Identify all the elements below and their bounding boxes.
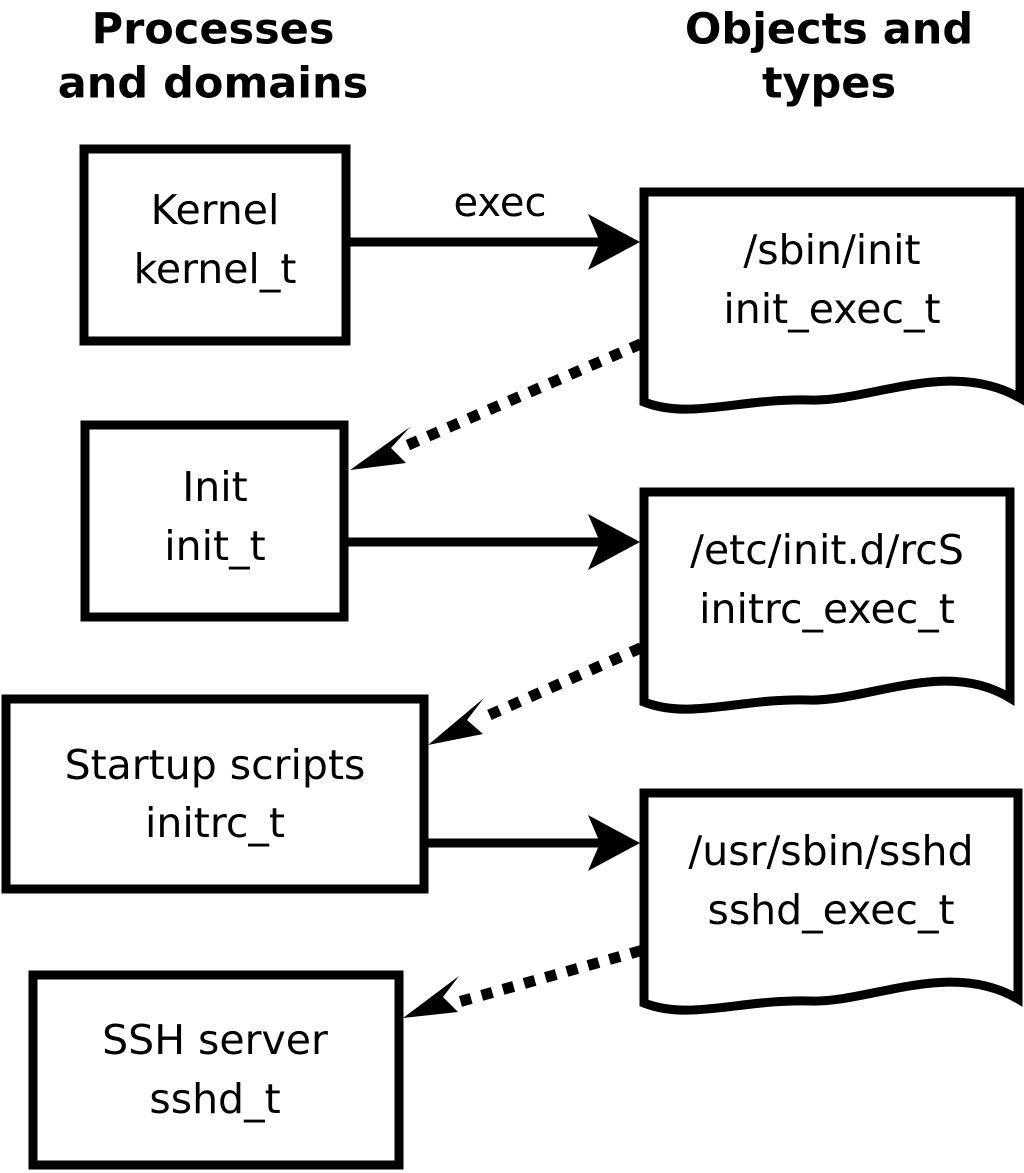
node-ssh-server-line2: sshd_t: [149, 1075, 280, 1123]
node-etc-initd-rcs-doc-shape[interactable]: [639, 487, 1015, 714]
edge-kernel-to-init-exec-arrowhead: [588, 214, 640, 270]
node-startup-scripts-line2: initrc_t: [145, 799, 285, 847]
edge-sshd-exec-to-sshd-arrowhead: [403, 976, 459, 1018]
node-sbin-init-line1: /sbin/init: [743, 226, 920, 274]
column-header-processes-line2: and domains: [58, 59, 368, 109]
node-kernel-box[interactable]: [79, 144, 351, 346]
edge-sshd-exec-to-sshd: [403, 945, 643, 1018]
node-usr-sbin-sshd-line2: sshd_exec_t: [707, 886, 954, 934]
edge-label-exec: exec: [454, 180, 547, 226]
node-init[interactable]: Init init_t: [80, 420, 349, 622]
edge-init-to-initrc-exec-arrowhead: [588, 514, 640, 570]
node-etc-initd-rcs[interactable]: /etc/init.d/rcS initrc_exec_t: [639, 487, 1015, 714]
column-header-processes-line1: Processes: [92, 5, 335, 55]
node-ssh-server[interactable]: SSH server sshd_t: [28, 970, 404, 1170]
node-sbin-init-line2: init_exec_t: [723, 285, 940, 333]
node-etc-initd-rcs-line1: /etc/init.d/rcS: [690, 526, 964, 574]
edge-initrc-exec-to-initrc: [428, 642, 644, 745]
edge-init-exec-to-init-line: [400, 338, 644, 453]
edge-init-to-initrc-exec: [348, 514, 640, 570]
node-startup-scripts-line1: Startup scripts: [65, 741, 366, 789]
node-sbin-init-doc-shape[interactable]: [639, 187, 1024, 414]
edge-initrc-to-sshd-exec-arrowhead: [588, 815, 640, 871]
node-ssh-server-box[interactable]: [28, 970, 404, 1170]
column-header-objects-line2: types: [762, 59, 896, 109]
node-startup-scripts[interactable]: Startup scripts initrc_t: [1, 694, 429, 894]
edge-kernel-to-init-exec: exec: [350, 180, 640, 270]
node-usr-sbin-sshd[interactable]: /usr/sbin/sshd sshd_exec_t: [639, 788, 1023, 1015]
node-startup-scripts-box[interactable]: [1, 694, 429, 894]
node-kernel[interactable]: Kernel kernel_t: [79, 144, 351, 346]
node-init-line2: init_t: [164, 522, 265, 570]
node-kernel-line2: kernel_t: [134, 245, 297, 293]
node-sbin-init[interactable]: /sbin/init init_exec_t: [639, 187, 1024, 414]
edge-init-exec-to-init-arrowhead: [350, 427, 410, 470]
node-usr-sbin-sshd-line1: /usr/sbin/sshd: [688, 827, 973, 875]
edge-initrc-exec-to-initrc-line: [479, 642, 644, 724]
edge-init-exec-to-init: [350, 338, 644, 470]
edge-initrc-exec-to-initrc-arrowhead: [428, 698, 484, 745]
node-etc-initd-rcs-line2: initrc_exec_t: [699, 585, 955, 633]
node-ssh-server-line1: SSH server: [102, 1016, 328, 1064]
edge-initrc-to-sshd-exec: [425, 815, 640, 871]
column-header-processes: Processes and domains: [58, 5, 368, 109]
column-header-objects-line1: Objects and: [685, 5, 973, 55]
column-header-objects: Objects and types: [685, 5, 973, 109]
node-init-line1: Init: [182, 463, 248, 511]
node-kernel-line1: Kernel: [151, 186, 280, 234]
node-init-box[interactable]: [80, 420, 349, 622]
node-usr-sbin-sshd-doc-shape[interactable]: [639, 788, 1023, 1015]
edge-sshd-exec-to-sshd-line: [455, 945, 643, 1008]
